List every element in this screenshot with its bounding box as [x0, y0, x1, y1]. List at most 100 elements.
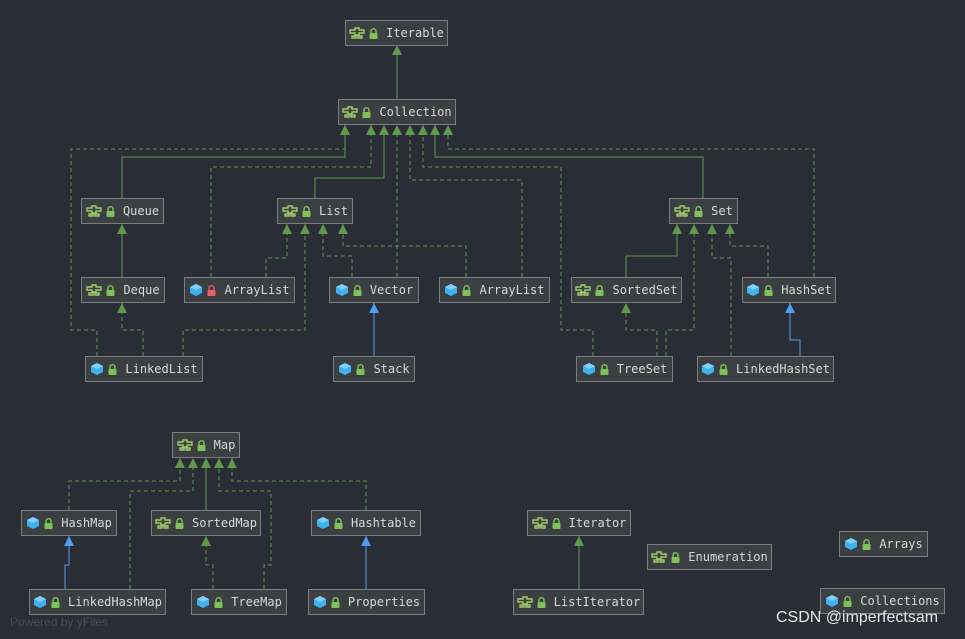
node-label: Stack	[373, 362, 410, 376]
node-label: Deque	[123, 283, 160, 297]
arrowhead	[392, 45, 402, 55]
node-treeset[interactable]: TreeSet	[576, 356, 673, 382]
node-arraylist-red[interactable]: ArrayList	[184, 277, 295, 303]
class-icon	[196, 594, 210, 610]
edge-linkedlist-to-list	[182, 224, 306, 356]
node-set[interactable]: Set	[669, 198, 738, 224]
class-icon	[33, 594, 47, 610]
lock-icon	[214, 596, 223, 608]
node-deque[interactable]: Deque	[81, 277, 165, 303]
lock-icon	[353, 284, 362, 296]
class-icon	[582, 361, 596, 377]
node-stack[interactable]: Stack	[333, 356, 415, 382]
lock-icon	[600, 363, 609, 375]
arrowhead	[574, 536, 584, 546]
node-label: LinkedList	[125, 362, 198, 376]
edge-hashset-to-collection	[447, 125, 815, 277]
arrowhead	[418, 125, 428, 135]
node-label: Collections	[860, 594, 940, 608]
edge-arraylist-to-list	[342, 224, 467, 277]
node-sortedset[interactable]: SortedSet	[571, 277, 682, 303]
lock-icon	[462, 284, 471, 296]
arrowhead	[430, 125, 440, 135]
lock-icon	[764, 284, 773, 296]
interface-icon	[176, 437, 193, 453]
lock-icon	[843, 595, 852, 607]
node-properties[interactable]: Properties	[308, 589, 425, 615]
node-linkedhashmap[interactable]: LinkedHashMap	[29, 589, 166, 615]
interface-icon	[531, 515, 548, 531]
node-label: SortedSet	[612, 283, 678, 297]
arrowhead	[369, 303, 379, 313]
edge-treeset-to-collection	[422, 125, 594, 356]
arrowhead	[201, 458, 211, 468]
arrowhead	[188, 458, 198, 468]
node-hashmap[interactable]: HashMap	[21, 510, 117, 536]
node-hashset[interactable]: HashSet	[742, 277, 836, 303]
arrowhead	[300, 224, 310, 234]
lock-icon	[331, 596, 340, 608]
node-label: Enumeration	[688, 550, 768, 564]
edge-set-to-collection	[434, 125, 704, 198]
interface-icon	[282, 203, 298, 219]
node-label: Hashtable	[350, 516, 417, 530]
edge-linkedhashset-to-set	[711, 224, 732, 356]
csdn-credit: CSDN @imperfectsam	[776, 609, 939, 626]
yfiles-watermark: Powered by yFiles	[10, 615, 109, 629]
node-arraylist[interactable]: ArrayList	[439, 277, 550, 303]
edge-treeset-to-set	[665, 224, 695, 356]
edge-arraylist_red-to-list	[265, 224, 288, 277]
node-label: Collection	[379, 105, 452, 119]
node-label: ArrayList	[224, 283, 290, 297]
node-queue[interactable]: Queue	[81, 198, 164, 224]
class-icon	[313, 594, 327, 610]
interface-icon	[86, 282, 103, 298]
node-label: Vector	[369, 283, 414, 297]
node-linkedhashset[interactable]: LinkedHashSet	[697, 356, 834, 382]
edge-treeset-to-sortedset	[625, 303, 658, 356]
arrowhead	[117, 303, 127, 313]
node-label: HashSet	[781, 283, 832, 297]
arrowhead	[707, 224, 717, 234]
class-icon	[844, 536, 858, 552]
edge-treemap-to-map	[218, 458, 272, 589]
node-label: Iterable	[386, 26, 444, 40]
lock-icon	[369, 27, 378, 39]
lock-icon	[51, 596, 60, 608]
node-sortedmap[interactable]: SortedMap	[151, 510, 261, 536]
node-label: TreeMap	[231, 595, 282, 609]
class-icon	[746, 282, 760, 298]
arrowhead	[318, 224, 328, 234]
node-hashtable[interactable]: Hashtable	[311, 510, 421, 536]
node-listiterator[interactable]: ListIterator	[513, 589, 644, 615]
node-enumeration[interactable]: Enumeration	[647, 544, 772, 570]
arrowhead	[227, 458, 237, 468]
node-iterator[interactable]: Iterator	[527, 510, 631, 536]
edge-queue-to-collection	[121, 125, 346, 198]
arrowhead	[392, 125, 402, 135]
node-map[interactable]: Map	[172, 432, 240, 458]
node-collections[interactable]: Collections	[820, 588, 945, 614]
node-arrays[interactable]: Arrays	[839, 531, 928, 557]
arrowhead	[361, 536, 371, 546]
node-label: Arrays	[879, 537, 923, 551]
node-treemap[interactable]: TreeMap	[191, 589, 287, 615]
node-label: ArrayList	[479, 283, 545, 297]
interface-icon	[349, 25, 365, 41]
node-linkedlist[interactable]: LinkedList	[85, 356, 203, 382]
edge-linkedhashset-to-hashset	[789, 303, 801, 356]
edge-hashtable-to-map	[231, 458, 367, 510]
interface-icon	[651, 549, 667, 565]
node-list[interactable]: List	[277, 198, 353, 224]
node-vector[interactable]: Vector	[329, 277, 419, 303]
edge-linkedhashmap-to-map	[129, 458, 194, 589]
class-icon	[90, 361, 104, 377]
arrowhead	[340, 125, 350, 135]
class-icon	[825, 593, 839, 609]
lock-icon	[362, 106, 371, 118]
node-iterable[interactable]: Iterable	[345, 20, 448, 46]
node-label: SortedMap	[191, 516, 258, 530]
lock-icon	[552, 517, 561, 529]
node-collection[interactable]: Collection	[338, 99, 456, 125]
